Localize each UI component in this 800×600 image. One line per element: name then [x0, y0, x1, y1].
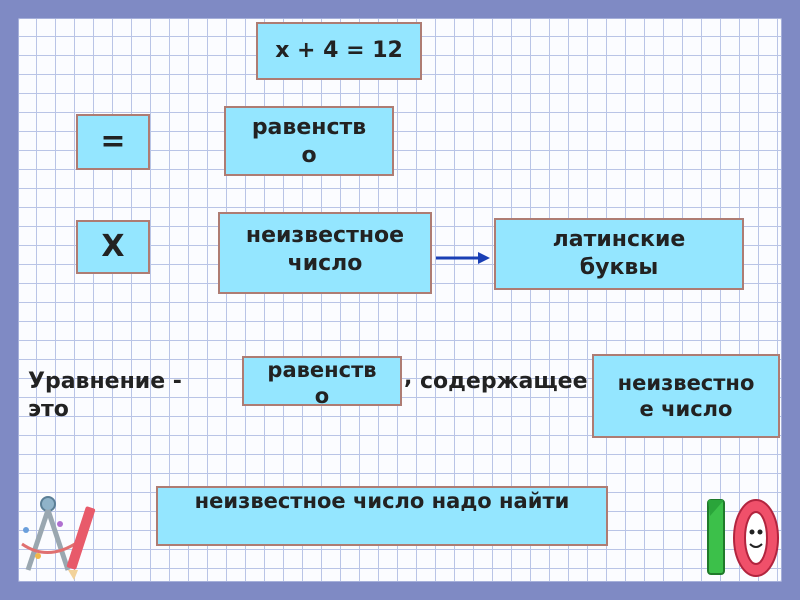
unknown-number-box: неизвестное число	[218, 212, 432, 294]
latin-letters-label: латинские буквы	[552, 227, 686, 280]
conclusion-text: неизвестное число надо найти	[194, 489, 570, 513]
definition-lead-text: Уравнение - это	[28, 369, 182, 422]
x-symbol: Х	[101, 229, 125, 265]
compass-pencil-icon	[21, 496, 96, 580]
definition-equality-box: равенство	[242, 356, 402, 408]
equality-term-box: равенство	[224, 106, 394, 176]
definition-comma: ,	[404, 365, 413, 390]
unknown-number-label: неизвестное число	[245, 223, 405, 276]
equation-text: x + 4 = 12	[275, 38, 403, 64]
x-symbol-box: Х	[76, 220, 150, 274]
equals-symbol: =	[100, 124, 126, 160]
definition-equality-term: равенство	[267, 358, 377, 408]
equals-symbol-box: =	[76, 114, 150, 170]
number-ten-icon: 10	[702, 490, 784, 588]
right-arrow-icon	[436, 252, 490, 264]
equation-box: x + 4 = 12	[256, 22, 422, 80]
definition-unknown-term: неизвестное число	[617, 370, 755, 421]
latin-letters-box: латинские буквы	[494, 218, 744, 290]
conclusion-box: неизвестное число надо найти	[156, 486, 608, 546]
graph-paper-sheet	[18, 18, 782, 582]
number-ten-text: 10	[741, 581, 743, 583]
definition-unknown-box: неизвестное число	[592, 354, 780, 438]
definition-contains-text: содержащее	[420, 369, 588, 394]
equality-term: равенство	[251, 115, 367, 168]
